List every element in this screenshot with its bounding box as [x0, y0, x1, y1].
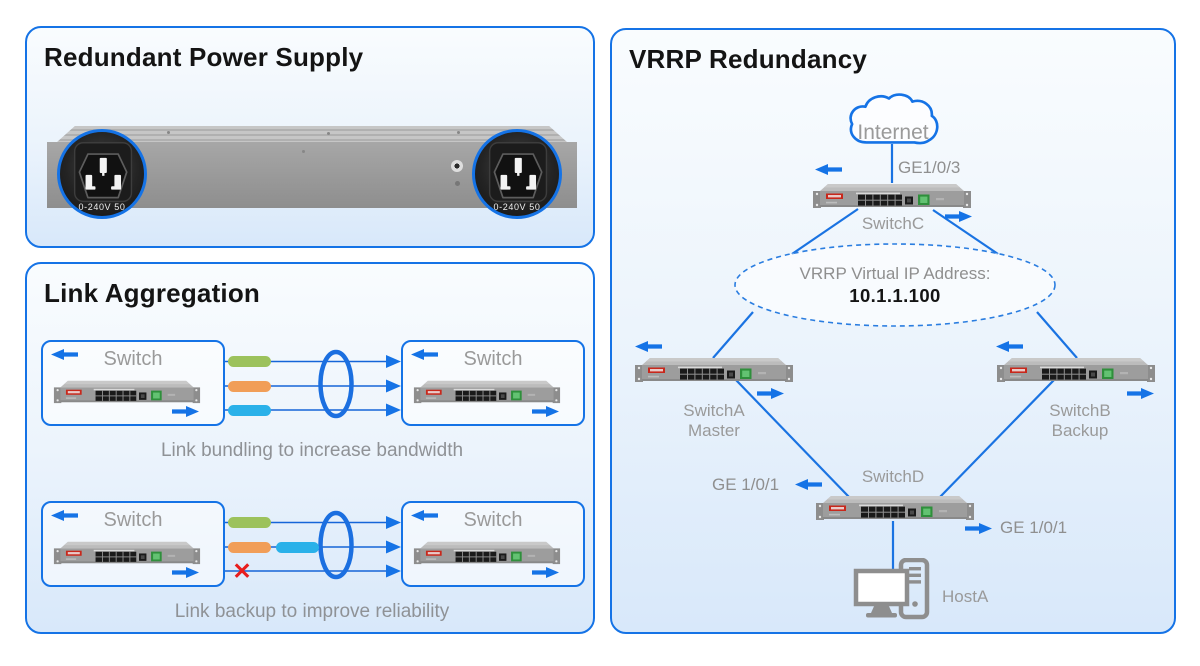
switch-c-device [813, 184, 971, 208]
power-inlet-icon [488, 141, 548, 203]
ground-screw-dot [455, 181, 460, 186]
vrrp-connections [712, 144, 1078, 571]
ge-port-left-label: GE 1/0/1 [712, 475, 780, 494]
vip-caption: VRRP Virtual IP Address: [799, 264, 991, 283]
arrow-right-icon [172, 406, 199, 417]
panel-vrrp-redundancy: VRRP Redundancy Internet GE1/0/3 SwitchC… [610, 28, 1176, 634]
link-pill-blue [228, 404, 271, 416]
switch-rear-top-surface [57, 126, 567, 142]
arrow-left-icon [996, 341, 1023, 352]
vrrp-panel-title: VRRP Redundancy [629, 44, 868, 74]
switch-label: Switch [103, 348, 163, 370]
switch-c-label: SwitchC [861, 214, 925, 233]
arrow-right-icon [965, 523, 992, 534]
link-pill-green [228, 517, 271, 528]
arrow-right-icon [532, 567, 559, 578]
host-computer-icon [853, 558, 933, 622]
arrow-right-icon [172, 567, 199, 578]
switch-a-label: SwitchA Master [636, 401, 792, 441]
backup-caption: Link backup to improve reliability [174, 601, 450, 622]
arrow-left-icon [815, 164, 842, 175]
screw-dot [167, 131, 170, 134]
screw-dot [327, 132, 330, 135]
inlet-voltage-label: 0-240V 50 [493, 202, 541, 212]
power-panel-title: Redundant Power Supply [44, 42, 364, 72]
switch-node: Switch [401, 501, 585, 587]
ground-terminal [451, 160, 463, 172]
inlet-voltage-label: 0-240V 50 [78, 202, 126, 212]
aggregation-panel-title: Link Aggregation [44, 278, 261, 308]
ge-port-right-label: GE 1/0/1 [1000, 518, 1068, 537]
vip-ellipse [734, 243, 1056, 327]
link-pill-green [228, 356, 271, 367]
switch-node: Switch [41, 340, 225, 426]
switch-node: Switch [41, 501, 225, 587]
aggregation-links [225, 349, 401, 419]
switch-b-name: SwitchB [1049, 401, 1111, 420]
power-inlet-icon [73, 141, 133, 203]
power-inlet-zoom-left: 0-240V 50 [57, 129, 147, 219]
switch-node: Switch [401, 340, 585, 426]
switch-b-device [997, 358, 1155, 382]
switch-device [53, 541, 201, 565]
switch-a-device [635, 358, 793, 382]
arrow-left-icon [635, 341, 662, 352]
switch-label: Switch [463, 509, 523, 531]
switch-d-device [816, 496, 974, 520]
power-inlet-zoom-right: 0-240V 50 [472, 129, 562, 219]
bundling-row: Switch Switch [27, 340, 593, 426]
internet-cloud-icon [849, 93, 939, 145]
switch-b-role: Backup [1051, 421, 1109, 441]
switch-label: Switch [103, 509, 163, 531]
switch-a-name: SwitchA [683, 401, 745, 420]
panel-link-aggregation: Link Aggregation Switch [25, 262, 595, 634]
switch-b-label: SwitchB Backup [1002, 401, 1158, 441]
screw-dot [302, 150, 305, 153]
switch-device [413, 380, 561, 404]
arrow-right-icon [757, 388, 784, 399]
uplink-port-label: GE1/0/3 [898, 158, 961, 177]
vip-address: 10.1.1.100 [849, 285, 941, 306]
switch-a-role: Master [688, 421, 740, 441]
arrow-left-icon [795, 479, 822, 490]
switch-device [53, 380, 201, 404]
arrow-right-icon [532, 406, 559, 417]
backup-row: Switch ✕ Swi [27, 501, 593, 587]
internet-label: Internet [857, 121, 929, 144]
screw-dot [457, 131, 460, 134]
aggregation-ellipse [318, 349, 354, 419]
bundling-caption: Link bundling to increase bandwidth [160, 440, 464, 461]
arrow-right-icon [945, 211, 972, 222]
arrow-right-icon [1127, 388, 1154, 399]
link-pill-orange [228, 541, 271, 553]
panel-redundant-power-supply: Redundant Power Supply 0-240V 50 0-240V … [25, 26, 595, 248]
host-label: HostA [942, 587, 989, 606]
link-pill-blue-failover [276, 541, 319, 553]
switch-device [413, 541, 561, 565]
switch-d-label: SwitchD [861, 467, 925, 486]
link-pill-orange [228, 380, 271, 392]
switch-label: Switch [463, 348, 523, 370]
link-failure-x-icon: ✕ [232, 558, 252, 584]
aggregation-ellipse [318, 510, 354, 580]
